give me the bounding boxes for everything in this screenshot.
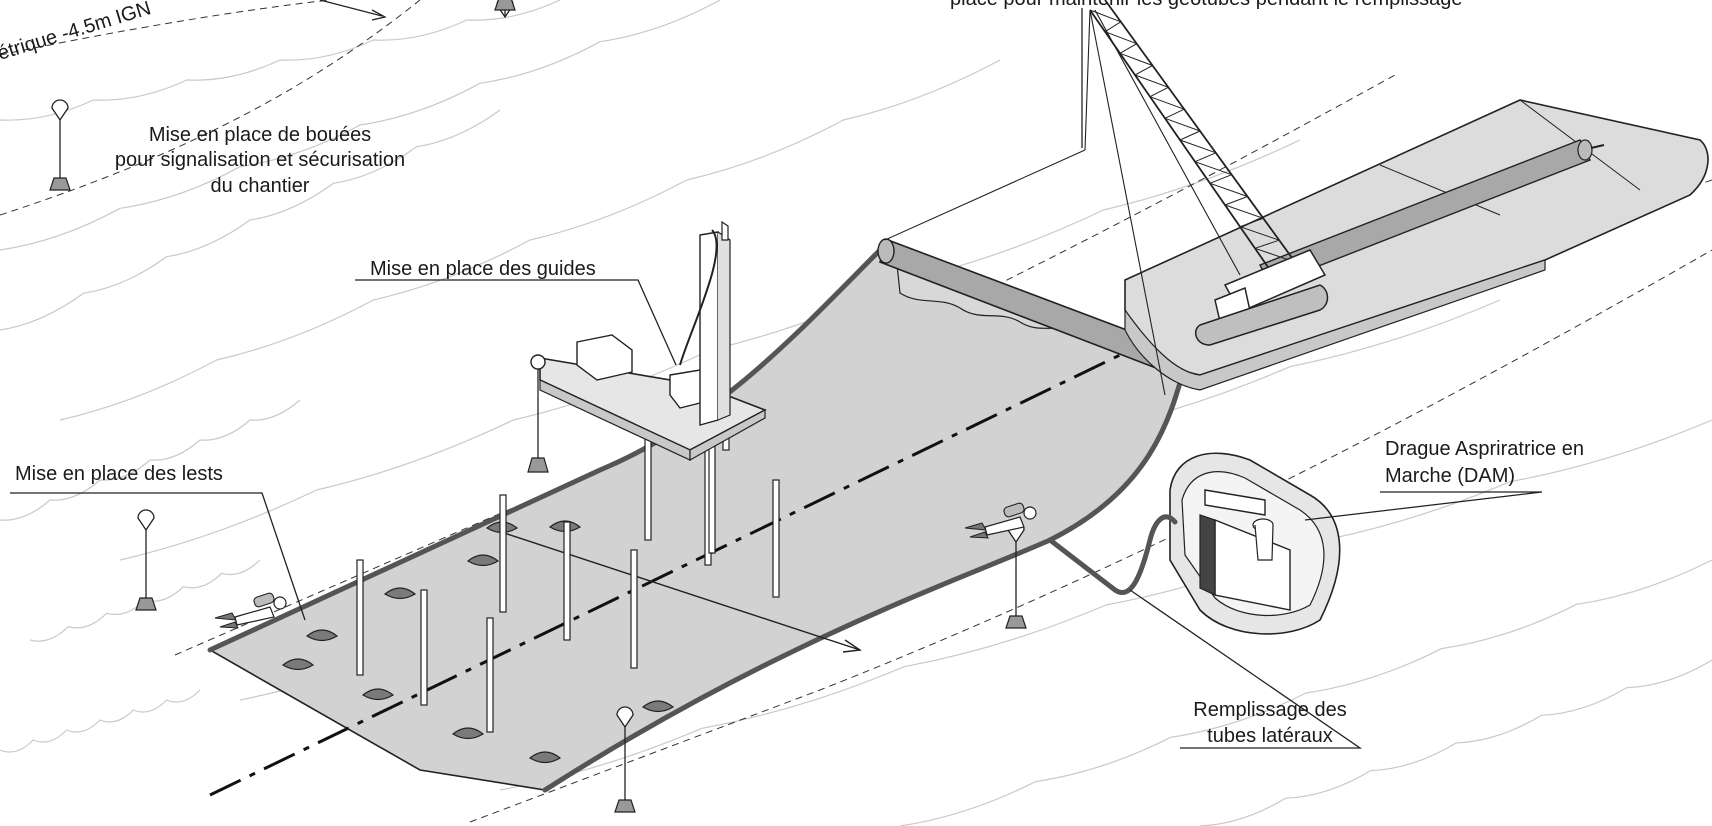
geotextile-sheet bbox=[207, 242, 1188, 797]
barge-anchor-icon bbox=[527, 457, 549, 473]
crane-tracks bbox=[1194, 284, 1329, 346]
buoy-icon bbox=[135, 509, 157, 611]
right-side-tube bbox=[542, 362, 1188, 793]
barge-icon bbox=[527, 220, 767, 473]
seabed-wave bbox=[0, 0, 721, 251]
buoy-icon bbox=[614, 706, 636, 813]
boom-strut bbox=[1224, 204, 1264, 219]
label-buoys-line-2: pour signalisation et sécurisation bbox=[115, 149, 405, 171]
label-buoys-line-1: Mise en place de bouées bbox=[149, 124, 371, 146]
dredger-icon bbox=[1169, 452, 1341, 635]
label-buoys-line-3: du chantier bbox=[211, 175, 310, 197]
seabed-wave bbox=[899, 559, 1712, 826]
label-remplissage-line-2: tubes latéraux bbox=[1207, 725, 1333, 747]
width-arrow bbox=[494, 529, 861, 651]
boom-strut bbox=[1194, 152, 1217, 163]
label-dam-line-1: Drague Aspriratrice en bbox=[1385, 438, 1584, 460]
crane-icon bbox=[884, 0, 1329, 396]
guide-pole bbox=[772, 479, 780, 598]
boom-strut bbox=[1254, 239, 1280, 249]
seabed-wave bbox=[1199, 659, 1712, 826]
label-remplissage-line-1: Remplissage des bbox=[1193, 699, 1346, 721]
ballast-icon bbox=[281, 658, 315, 671]
ballast-icon bbox=[383, 587, 417, 600]
guide-pole bbox=[486, 617, 494, 733]
diver-group bbox=[214, 502, 1037, 629]
seabed-wave bbox=[0, 0, 561, 121]
ballast-icon bbox=[528, 751, 562, 764]
buoy-icon bbox=[494, 0, 516, 19]
ballast-icon bbox=[361, 688, 395, 701]
seabed-wave bbox=[59, 59, 1001, 421]
boom-strut bbox=[1089, 9, 1122, 23]
guide-pole bbox=[630, 549, 638, 669]
boom-strut bbox=[1149, 86, 1169, 98]
boom-strut bbox=[1209, 174, 1232, 184]
left-side-tube bbox=[207, 242, 888, 653]
seabed-wave bbox=[0, 109, 501, 331]
boom-strut bbox=[1164, 117, 1201, 132]
label-top-right-fragment: place pour maintenir les géotubes pendan… bbox=[950, 0, 1463, 10]
seabed-wave bbox=[0, 399, 301, 521]
ballast-icon bbox=[451, 727, 485, 740]
guide-pole bbox=[420, 589, 428, 706]
center-axis-line bbox=[209, 353, 1121, 797]
crane-pontoon bbox=[1124, 99, 1709, 391]
boom-strut bbox=[1119, 43, 1137, 54]
boom-strut bbox=[1209, 182, 1248, 197]
diver-icon bbox=[964, 502, 1037, 539]
boom-strut bbox=[1164, 108, 1185, 119]
seabed-wave bbox=[0, 689, 201, 753]
diver-icon bbox=[214, 592, 287, 629]
boom-strut bbox=[1194, 161, 1232, 176]
guide-pole bbox=[356, 559, 364, 676]
boom-strut bbox=[1119, 52, 1153, 66]
leader-lines bbox=[10, 0, 1543, 749]
boom-strut bbox=[1134, 65, 1153, 76]
boom-strut bbox=[1224, 196, 1248, 206]
boom-strut bbox=[1179, 139, 1217, 154]
boom-strut bbox=[1149, 96, 1185, 110]
sheet-surface bbox=[208, 249, 1186, 791]
ballast-icon bbox=[641, 700, 675, 713]
filling-hose bbox=[1047, 514, 1178, 595]
boom-strut bbox=[1239, 217, 1264, 228]
guide-pole bbox=[563, 521, 571, 641]
boom-strut bbox=[1104, 21, 1122, 33]
guide-pole bbox=[499, 494, 507, 613]
label-top-left-fragment: étrique -4.5m IGN bbox=[0, 0, 153, 65]
label-dam-line-2: Marche (DAM) bbox=[1385, 465, 1515, 487]
seabed-wave bbox=[499, 419, 1712, 791]
ballast-icon bbox=[305, 629, 339, 642]
ballast-group bbox=[281, 520, 675, 764]
boom-strut bbox=[1179, 130, 1201, 141]
label-guides: Mise en place des guides bbox=[370, 258, 596, 280]
boom-strut bbox=[1134, 74, 1169, 88]
boom-strut bbox=[1239, 226, 1280, 241]
boom-strut bbox=[1104, 31, 1137, 45]
ballast-icon bbox=[466, 554, 500, 567]
label-lests: Mise en place des lests bbox=[15, 463, 223, 485]
buoy-icon bbox=[49, 99, 71, 191]
